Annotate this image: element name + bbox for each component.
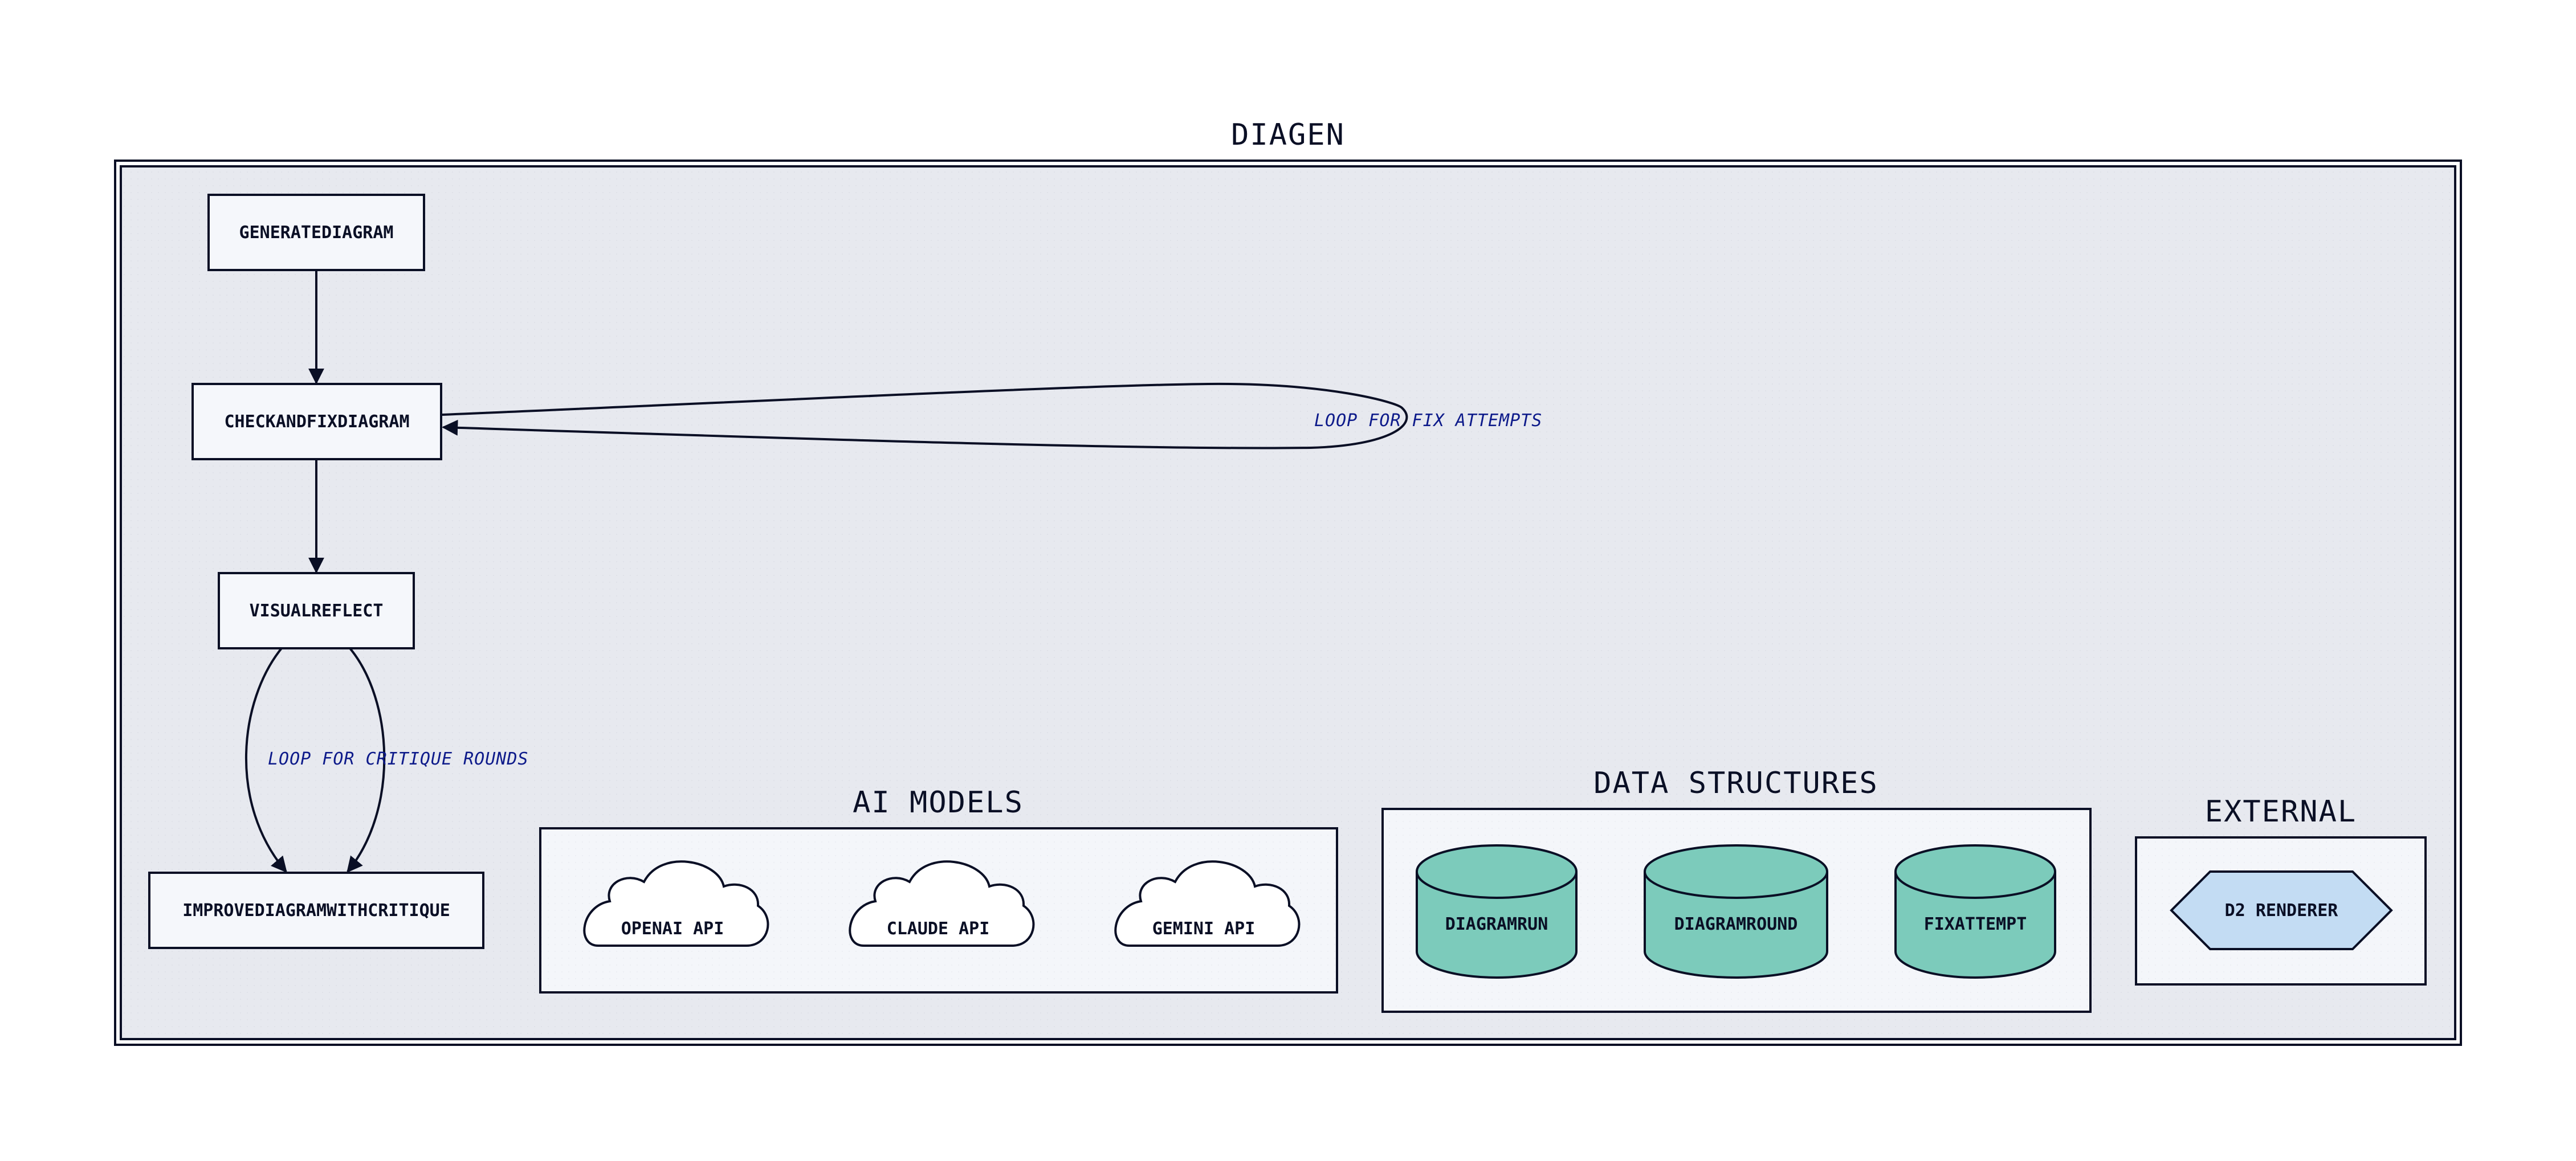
- node-checkandfixdiagram-label: CHECKANDFIXDIAGRAM: [224, 412, 409, 432]
- cylinder-diagramround: DIAGRAMROUND: [1644, 844, 1828, 979]
- node-improvediagramwithcritique-label: IMPROVEDIAGRAMWITHCRITIQUE: [182, 901, 450, 921]
- group-external: EXTERNAL D2 RENDERER: [2135, 795, 2427, 986]
- cylinder-diagramrun: DIAGRAMRUN: [1416, 844, 1578, 979]
- cylinder-diagramround-label: DIAGRAMROUND: [1674, 914, 1798, 934]
- hexagon-d2-renderer-label: D2 RENDERER: [2225, 901, 2339, 921]
- node-visualreflect: VISUALREFLECT: [218, 572, 415, 649]
- group-data-structures: DATA STRUCTURES DIAGRAMRUN DIAGRAMROUND …: [1381, 766, 2092, 1013]
- group-ai-models: AI MODELS OPENAI API CLAUDE API GEMINI A…: [539, 786, 1338, 994]
- edge-critique-loop-label: LOOP FOR CRITIQUE ROUNDS: [268, 749, 528, 769]
- hexagon-d2-renderer: D2 RENDERER: [2170, 870, 2393, 950]
- group-data-structures-title: DATA STRUCTURES: [1593, 766, 1878, 800]
- diagram-title: DIAGEN: [1231, 118, 1345, 152]
- cylinder-fixattempt: FIXATTEMPT: [1894, 844, 2056, 979]
- cloud-openai-api-label: OPENAI API: [621, 919, 724, 939]
- node-generatediagram-label: GENERATEDIAGRAM: [239, 223, 394, 243]
- cloud-claude-api: CLAUDE API: [849, 860, 1035, 947]
- group-external-title: EXTERNAL: [2205, 795, 2357, 829]
- group-ai-models-title: AI MODELS: [853, 786, 1024, 820]
- cloud-claude-api-label: CLAUDE API: [887, 919, 990, 939]
- cloud-gemini-api-label: GEMINI API: [1152, 919, 1256, 939]
- node-improvediagramwithcritique: IMPROVEDIAGRAMWITHCRITIQUE: [148, 872, 484, 949]
- node-visualreflect-label: VISUALREFLECT: [250, 601, 384, 621]
- cylinder-diagramrun-label: DIAGRAMRUN: [1445, 914, 1548, 934]
- cloud-gemini-api: GEMINI API: [1114, 860, 1301, 947]
- node-checkandfixdiagram: CHECKANDFIXDIAGRAM: [191, 383, 442, 460]
- edge-fix-loop-label: LOOP FOR FIX ATTEMPTS: [1314, 411, 1542, 431]
- node-generatediagram: GENERATEDIAGRAM: [207, 194, 425, 271]
- edge-critique-loop-left: [245, 647, 287, 873]
- cloud-openai-api: OPENAI API: [583, 860, 769, 947]
- edge-critique-loop-right: [347, 647, 386, 873]
- cylinder-fixattempt-label: FIXATTEMPT: [1924, 914, 2027, 934]
- edge-fix-loop: [442, 382, 1408, 449]
